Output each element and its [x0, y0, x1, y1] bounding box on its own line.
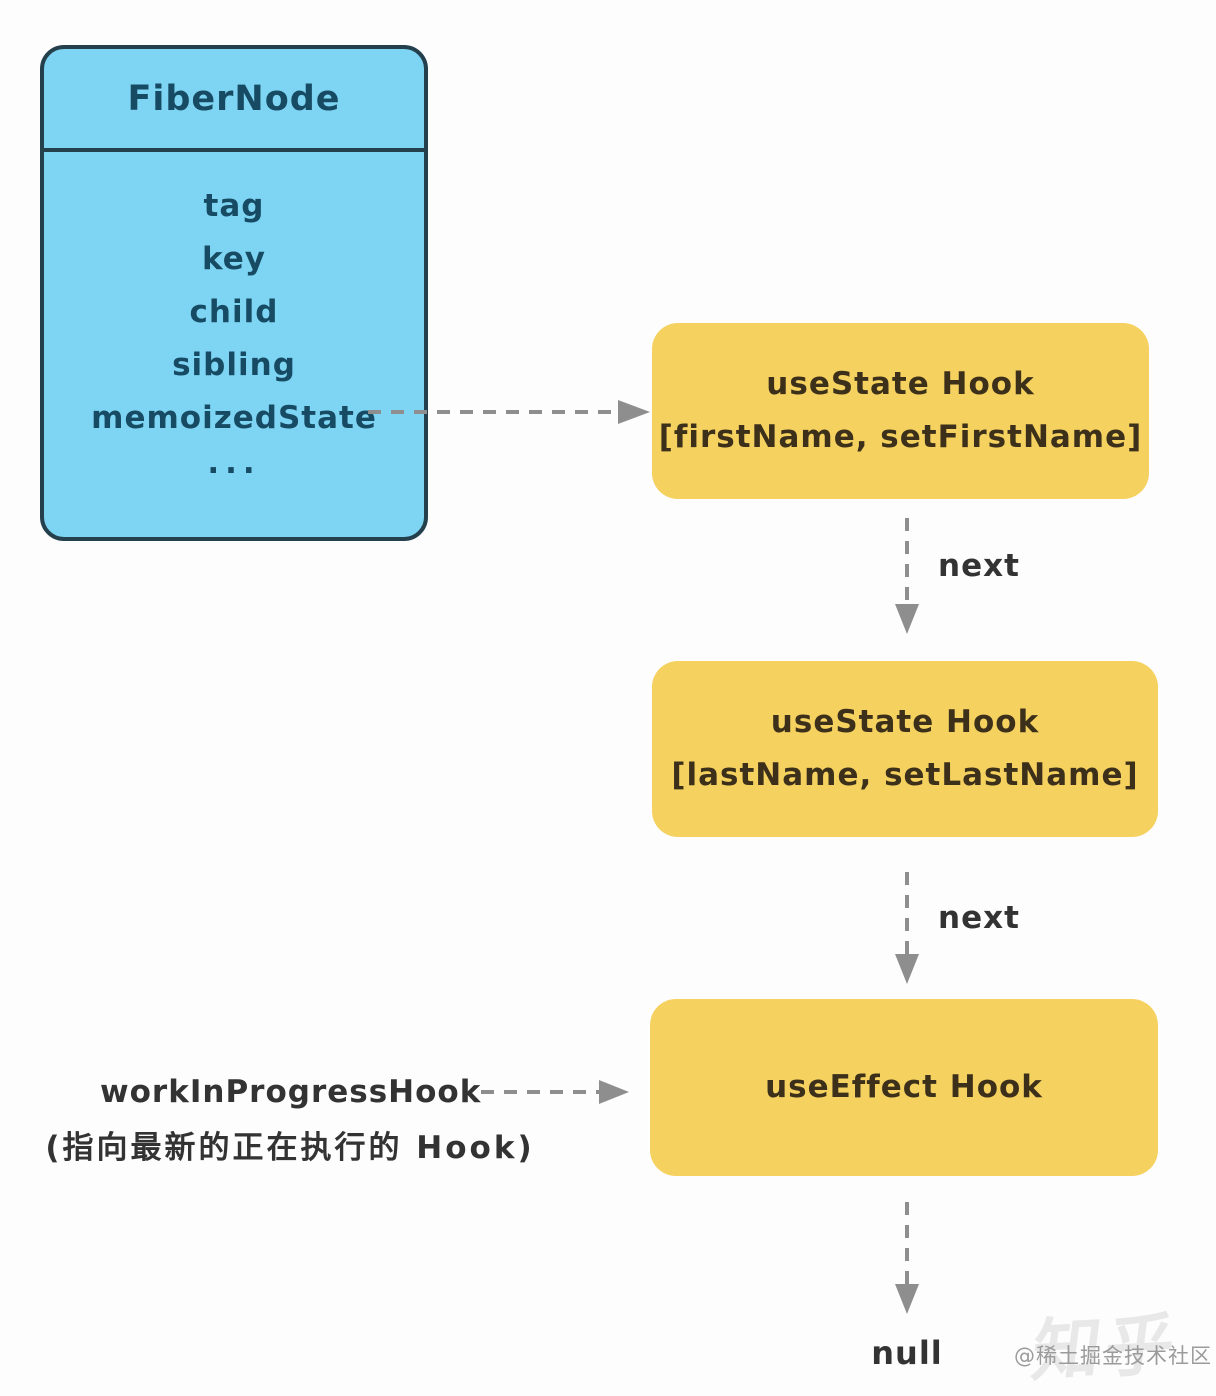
arrow-memoizedstate-to-first-hook	[368, 400, 650, 424]
fibernode-box: FiberNode tag key child sibling memoized…	[40, 45, 428, 541]
hook-title: useState Hook	[766, 366, 1035, 402]
fibernode-field-child: child	[189, 294, 279, 330]
hook-box-usestate-second: useState Hook [lastName, setLastName]	[652, 661, 1158, 837]
fibernode-field-tag: tag	[203, 188, 265, 224]
hook-subtitle: [firstName, setFirstName]	[658, 419, 1143, 455]
hook-box-useeffect: useEffect Hook	[650, 999, 1158, 1176]
arrow-next-second	[895, 872, 919, 984]
fibernode-field-memoizedstate: memoizedState	[91, 400, 377, 436]
next-label-second: next	[938, 900, 1020, 936]
hook-subtitle: [lastName, setLastName]	[671, 757, 1139, 793]
fibernode-field-key: key	[201, 241, 267, 277]
next-label-first: next	[938, 548, 1020, 584]
fibernode-field-sibling: sibling	[172, 347, 296, 383]
fibernode-title: FiberNode	[44, 49, 424, 152]
community-watermark: @稀土掘金技术社区	[1014, 1344, 1212, 1368]
arrow-useeffect-to-null	[895, 1202, 919, 1314]
fibernode-field-ellipsis: ···	[207, 453, 261, 489]
hook-title: useState Hook	[770, 704, 1040, 740]
hook-title: useEffect Hook	[765, 1069, 1043, 1105]
arrow-next-first	[895, 518, 919, 634]
null-terminal-label: null	[871, 1334, 943, 1372]
fibernode-field-list: tag key child sibling memoizedState ···	[44, 152, 424, 498]
work-in-progress-hook-note: (指向最新的正在执行的 Hook)	[45, 1130, 535, 1166]
work-in-progress-hook-label: workInProgressHook	[100, 1074, 482, 1110]
arrow-workinprogresshook-to-useeffect	[481, 1080, 629, 1104]
hook-box-usestate-first: useState Hook [firstName, setFirstName]	[652, 323, 1149, 499]
